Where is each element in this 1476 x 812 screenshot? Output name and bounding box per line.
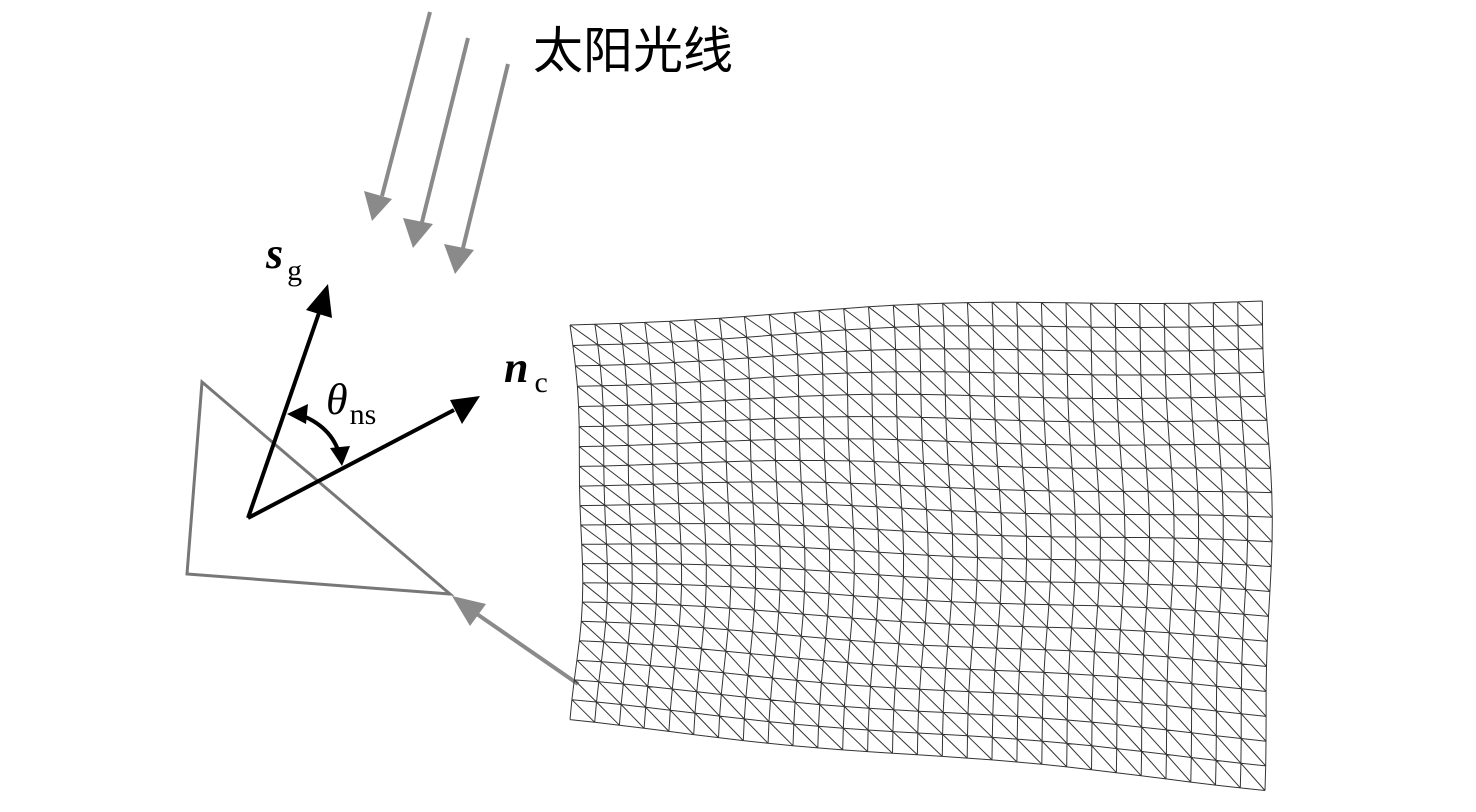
sun-ray-3: [461, 63, 510, 249]
angle-arc: [287, 404, 350, 466]
sun-ray-1-arrowhead: [364, 191, 392, 221]
angle-label: θns: [326, 375, 376, 431]
sun-rays: [364, 11, 510, 274]
sun-ray-1: [380, 11, 432, 197]
mesh-pointer-arrow: [452, 596, 580, 686]
triangulated-mesh-surface: [569, 300, 1273, 791]
mesh-lines: [569, 300, 1273, 791]
sun-vector: [246, 284, 332, 519]
normal-vector-arrowhead: [450, 396, 480, 424]
sun-vector-arrowhead: [306, 284, 332, 318]
sun-rays-label: 太阳光线: [533, 23, 733, 79]
pointer-line: [472, 610, 580, 686]
facet-triangle: [185, 378, 455, 596]
sun-ray-2-arrowhead: [403, 218, 433, 248]
normal-vector: [247, 396, 480, 520]
angle-arc-arrowhead-bottom: [330, 446, 350, 466]
pointer-arrowhead: [452, 596, 486, 626]
sun-ray-2: [420, 37, 470, 223]
angle-arc-arrowhead-top: [287, 404, 308, 424]
sun-ray-3-arrowhead: [444, 244, 474, 274]
